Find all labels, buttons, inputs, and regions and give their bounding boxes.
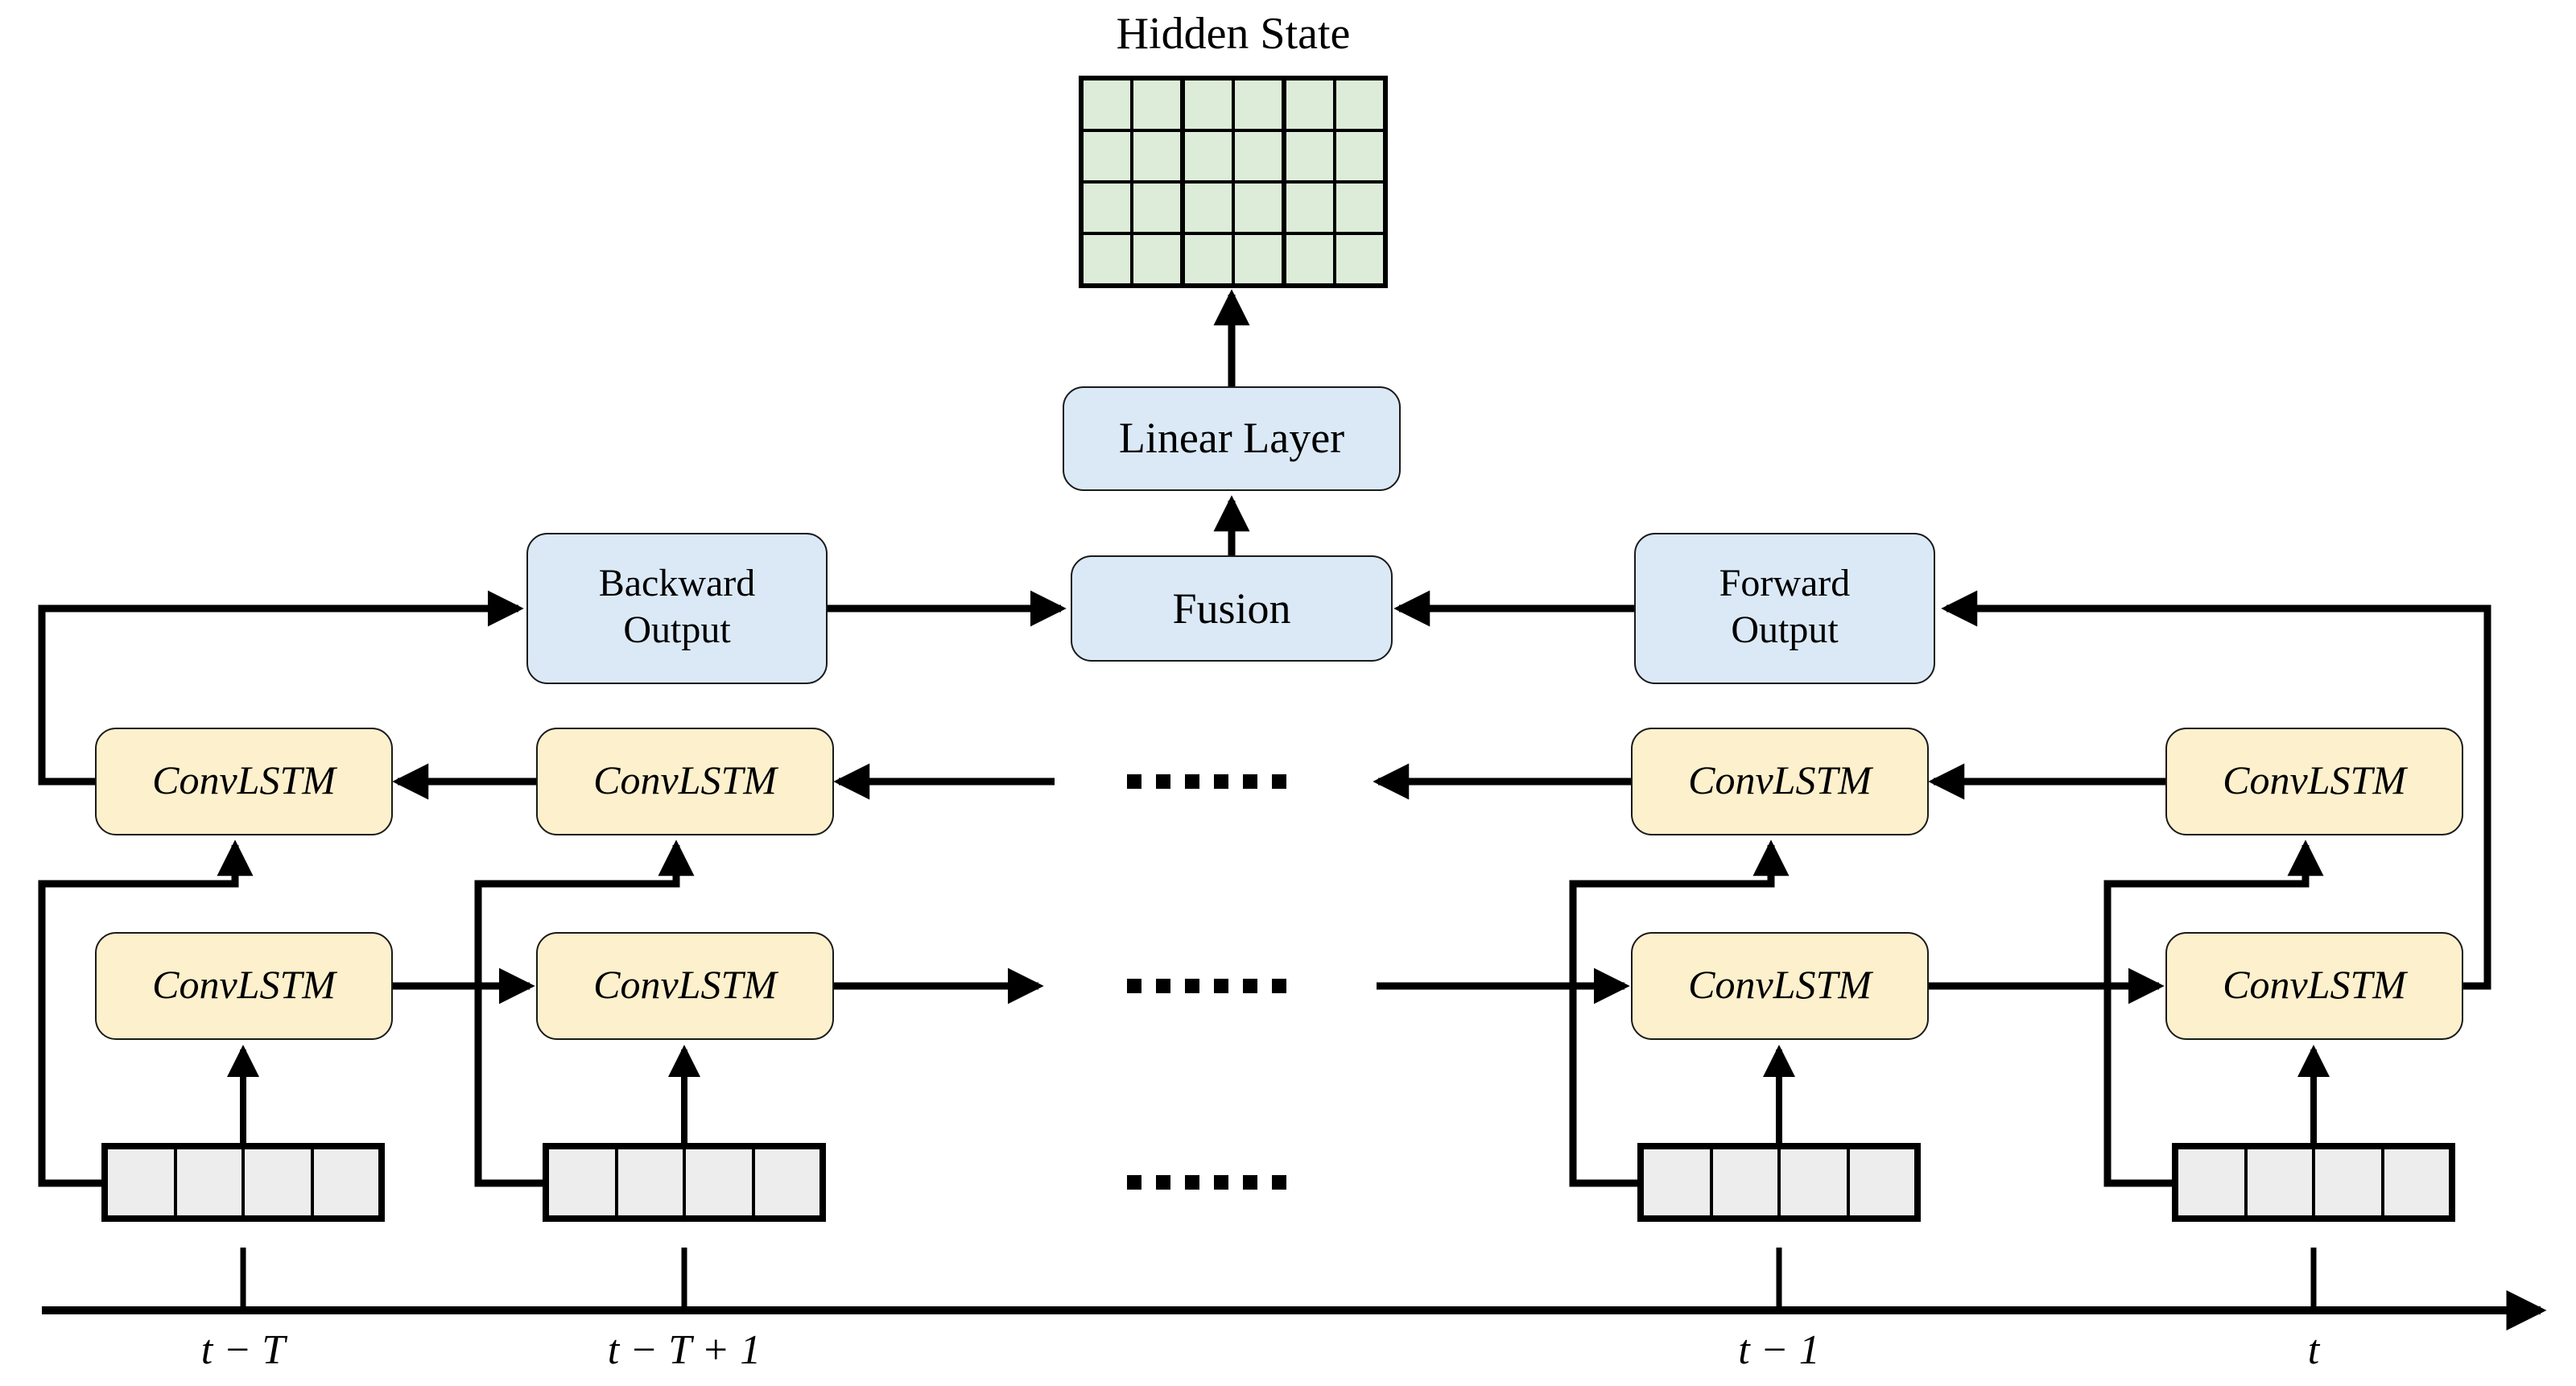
- convlstm-forward-t: ConvLSTM: [2165, 932, 2463, 1040]
- convlstm-label: ConvLSTM: [593, 963, 777, 1007]
- convlstm-label: ConvLSTM: [152, 759, 336, 802]
- convlstm-backward-t-T: ConvLSTM: [95, 728, 393, 835]
- convlstm-label: ConvLSTM: [593, 759, 777, 802]
- convlstm-forward-t-T+1: ConvLSTM: [536, 932, 834, 1040]
- timeline-label-t-1: t − 1: [1738, 1326, 1820, 1373]
- fusion-label: Fusion: [1172, 584, 1291, 632]
- input-grid-t: [2172, 1143, 2455, 1222]
- forward-output-label-line2: Output: [1731, 610, 1839, 652]
- convlstm-forward-t-1: ConvLSTM: [1631, 932, 1929, 1040]
- timeline-label-t-T+1: t − T + 1: [607, 1326, 762, 1373]
- linear-layer-label: Linear Layer: [1118, 414, 1345, 462]
- ellipsis-dots-forward-row: [1127, 979, 1286, 993]
- convlstm-backward-t-T+1: ConvLSTM: [536, 728, 834, 835]
- ellipsis-dots-backward-row: [1127, 774, 1286, 789]
- hidden-state-title: Hidden State: [1116, 10, 1351, 60]
- fusion-node: Fusion: [1071, 555, 1393, 662]
- convlstm-forward-t-T: ConvLSTM: [95, 932, 393, 1040]
- forward-output-label-line1: Forward: [1719, 563, 1851, 605]
- input-grid-t-T+1: [543, 1143, 826, 1222]
- convlstm-label: ConvLSTM: [2223, 759, 2406, 802]
- convlstm-backward-t-1: ConvLSTM: [1631, 728, 1929, 835]
- convlstm-label: ConvLSTM: [1688, 963, 1872, 1007]
- convlstm-backward-t: ConvLSTM: [2165, 728, 2463, 835]
- forward-output-node: Forward Output: [1634, 533, 1935, 684]
- backward-output-label-line2: Output: [623, 610, 731, 652]
- linear-layer-node: Linear Layer: [1063, 386, 1401, 491]
- input-grid-t-T: [101, 1143, 385, 1222]
- backward-output-node: Backward Output: [526, 533, 828, 684]
- backward-output-label-line1: Backward: [598, 563, 756, 605]
- ellipsis-dots-input-row: [1127, 1175, 1286, 1190]
- hidden-state-grid: [1079, 76, 1388, 288]
- convlstm-label: ConvLSTM: [152, 963, 336, 1007]
- input-grid-t-1: [1637, 1143, 1921, 1222]
- convlstm-label: ConvLSTM: [2223, 963, 2406, 1007]
- timeline-label-t-T: t − T: [200, 1326, 286, 1373]
- convlstm-label: ConvLSTM: [1688, 759, 1872, 802]
- timeline-label-t: t: [2307, 1326, 2320, 1373]
